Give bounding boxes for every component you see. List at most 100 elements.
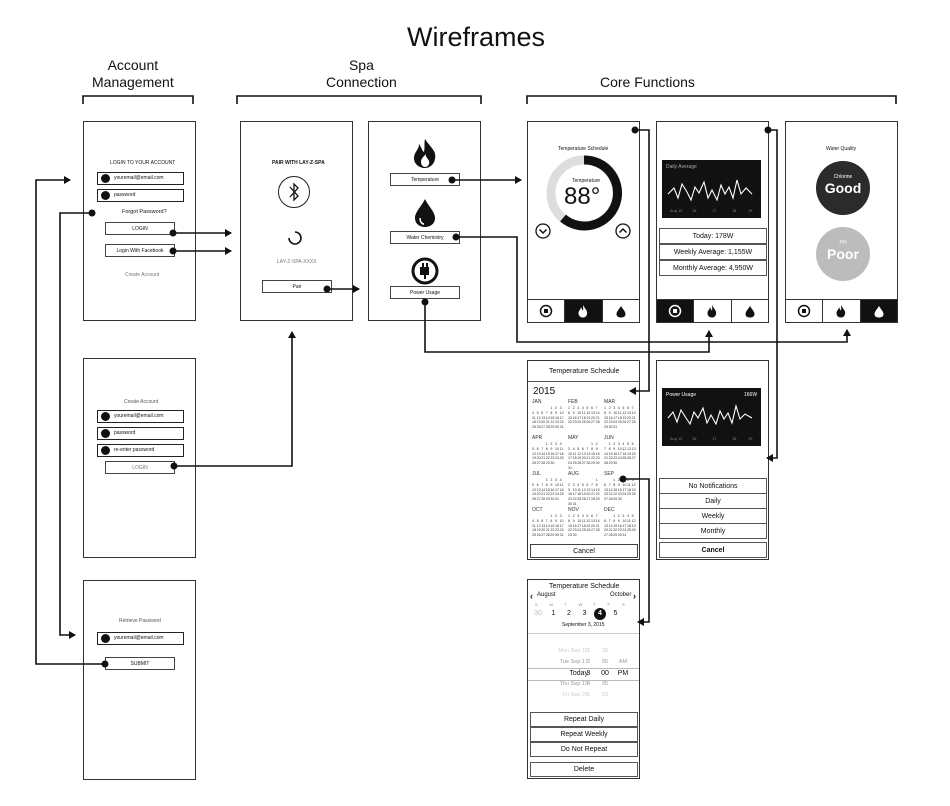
calendar-day[interactable]: 6 [591, 514, 593, 518]
calendar-day[interactable]: 14 [604, 451, 608, 456]
calendar-day[interactable]: 21 [541, 456, 546, 461]
day-cell[interactable]: 3 [582, 610, 587, 617]
calendar-day[interactable]: 6 [536, 446, 539, 451]
calendar-day[interactable]: 13 [604, 523, 608, 528]
calendar-day[interactable]: 14 [541, 487, 546, 492]
calendar-day[interactable]: 14 [586, 451, 591, 456]
login-button[interactable]: LOGIN [105, 222, 175, 235]
calendar-day[interactable]: 25 [572, 461, 577, 466]
calendar-day[interactable]: 11 [559, 446, 564, 451]
calendar-day[interactable]: 21 [631, 415, 636, 420]
calendar-day[interactable]: 11 [627, 482, 631, 487]
notify-option-none[interactable]: No Notifications [659, 478, 767, 494]
calendar-day[interactable]: 31 [572, 502, 577, 506]
calendar-day[interactable]: 9 [608, 410, 611, 415]
calendar-day[interactable]: 16 [617, 523, 622, 528]
calendar-day[interactable]: 17 [559, 415, 564, 420]
temperature-dial[interactable] [544, 153, 624, 238]
calendar-day[interactable]: 25 [577, 497, 582, 502]
calendar-day[interactable]: 7 [545, 518, 548, 523]
picker-day[interactable]: Tue Sep 17 [559, 659, 588, 665]
calendar-day[interactable]: 30 [595, 461, 600, 466]
calendar-day[interactable]: 22 [545, 456, 550, 461]
calendar-day[interactable]: 12 [622, 410, 627, 415]
calendar-day[interactable]: 25 [581, 528, 586, 533]
calendar-day[interactable]: 20 [627, 415, 631, 420]
calendar-day[interactable]: 16 [572, 415, 577, 420]
calendar-day[interactable]: 12 [532, 487, 536, 492]
calendar-day[interactable]: 8 [613, 482, 616, 487]
calendar-day[interactable]: 18 [559, 451, 564, 456]
calendar-day[interactable]: 5 [627, 442, 629, 446]
calendar-day[interactable]: 3 [555, 478, 557, 482]
calendar-day[interactable]: 9 [550, 482, 553, 487]
calendar-day[interactable]: 26 [622, 420, 627, 425]
calendar-day[interactable]: 6 [631, 442, 634, 446]
calendar-day[interactable]: 26 [581, 497, 586, 502]
calendar-day[interactable]: 3 [559, 514, 562, 518]
calendar-day[interactable]: 9 [568, 487, 570, 492]
calendar-day[interactable]: 26 [577, 461, 582, 466]
calendar-day[interactable]: 13 [586, 487, 591, 492]
calendar-day[interactable]: 8 [568, 518, 570, 523]
calendar-day[interactable]: 3 [555, 442, 557, 446]
calendar-day[interactable]: 18 [617, 415, 622, 420]
calendar-day[interactable]: 18 [572, 456, 577, 461]
calendar-day[interactable]: 4 [532, 518, 534, 523]
calendar-day[interactable]: 18 [577, 492, 582, 497]
calendar-day[interactable]: 5 [577, 446, 580, 451]
calendar-day[interactable]: 16 [568, 492, 572, 497]
calendar-day[interactable]: 3 [617, 442, 620, 446]
calendar-day[interactable]: 4 [572, 446, 575, 451]
calendar-day[interactable]: 2 [617, 514, 620, 518]
calendar-day[interactable]: 19 [577, 456, 582, 461]
calendar-day[interactable]: 22 [550, 528, 555, 533]
calendar-day[interactable]: 17 [613, 415, 618, 420]
calendar-day[interactable]: 20 [604, 492, 608, 497]
calendar-day[interactable]: 6 [581, 446, 584, 451]
calendar-day[interactable]: 29 [604, 425, 608, 430]
picker-day[interactable]: Mon Sep 16 [558, 648, 588, 654]
calendar-day[interactable]: 27 [604, 497, 608, 502]
calendar-day[interactable]: 4 [559, 478, 562, 482]
calendar-day[interactable]: 23 [595, 456, 600, 461]
do-not-repeat-button[interactable]: Do Not Repeat [530, 742, 638, 757]
calendar-day[interactable]: 26 [532, 497, 536, 502]
calendar-day[interactable]: 15 [591, 451, 595, 456]
calendar-day[interactable]: 3 [613, 406, 616, 410]
calendar-day[interactable]: 30 [617, 497, 622, 502]
calendar-day[interactable]: 20 [591, 415, 595, 420]
calendar-day[interactable]: 8 [604, 410, 606, 415]
calendar-day[interactable]: 13 [631, 446, 636, 451]
notify-option-monthly[interactable]: Monthly [659, 523, 767, 539]
calendar-day[interactable]: 1 [550, 514, 553, 518]
calendar-day[interactable]: 16 [608, 415, 613, 420]
calendar-day[interactable]: 10 [568, 451, 572, 456]
calendar-day[interactable]: 24 [559, 528, 564, 533]
calendar-day[interactable]: 16 [555, 415, 559, 420]
calendar-day[interactable]: 30 [617, 533, 622, 538]
calendar-day[interactable]: 30 [608, 425, 613, 430]
calendar-day[interactable]: 24 [577, 528, 582, 533]
calendar-day[interactable]: 15 [568, 523, 572, 528]
calendar-day[interactable]: 23 [613, 456, 618, 461]
calendar-day[interactable]: 6 [604, 482, 606, 487]
calendar-day[interactable]: 17 [555, 451, 559, 456]
calendar-day[interactable]: 2 [617, 478, 620, 482]
calendar-day[interactable]: 6 [604, 518, 606, 523]
calendar-day[interactable]: 5 [631, 514, 634, 518]
calendar-day[interactable]: 24 [622, 492, 627, 497]
calendar-day[interactable]: 10 [577, 518, 582, 523]
calendar-day[interactable]: 17 [577, 415, 582, 420]
calendar-day[interactable]: 12 [581, 487, 586, 492]
calendar-day[interactable]: 22 [604, 420, 608, 425]
calendar-day[interactable]: 22 [550, 420, 555, 425]
calendar-day[interactable]: 5 [532, 482, 534, 487]
calendar-day[interactable]: 18 [532, 528, 536, 533]
tab-temperature[interactable] [823, 300, 861, 322]
calendar-day[interactable]: 4 [622, 442, 625, 446]
calendar-month-dec[interactable]: DEC [604, 507, 615, 513]
calendar-day[interactable]: 13 [591, 518, 595, 523]
calendar-day[interactable]: 3 [622, 478, 625, 482]
calendar-day[interactable]: 9 [613, 446, 616, 451]
